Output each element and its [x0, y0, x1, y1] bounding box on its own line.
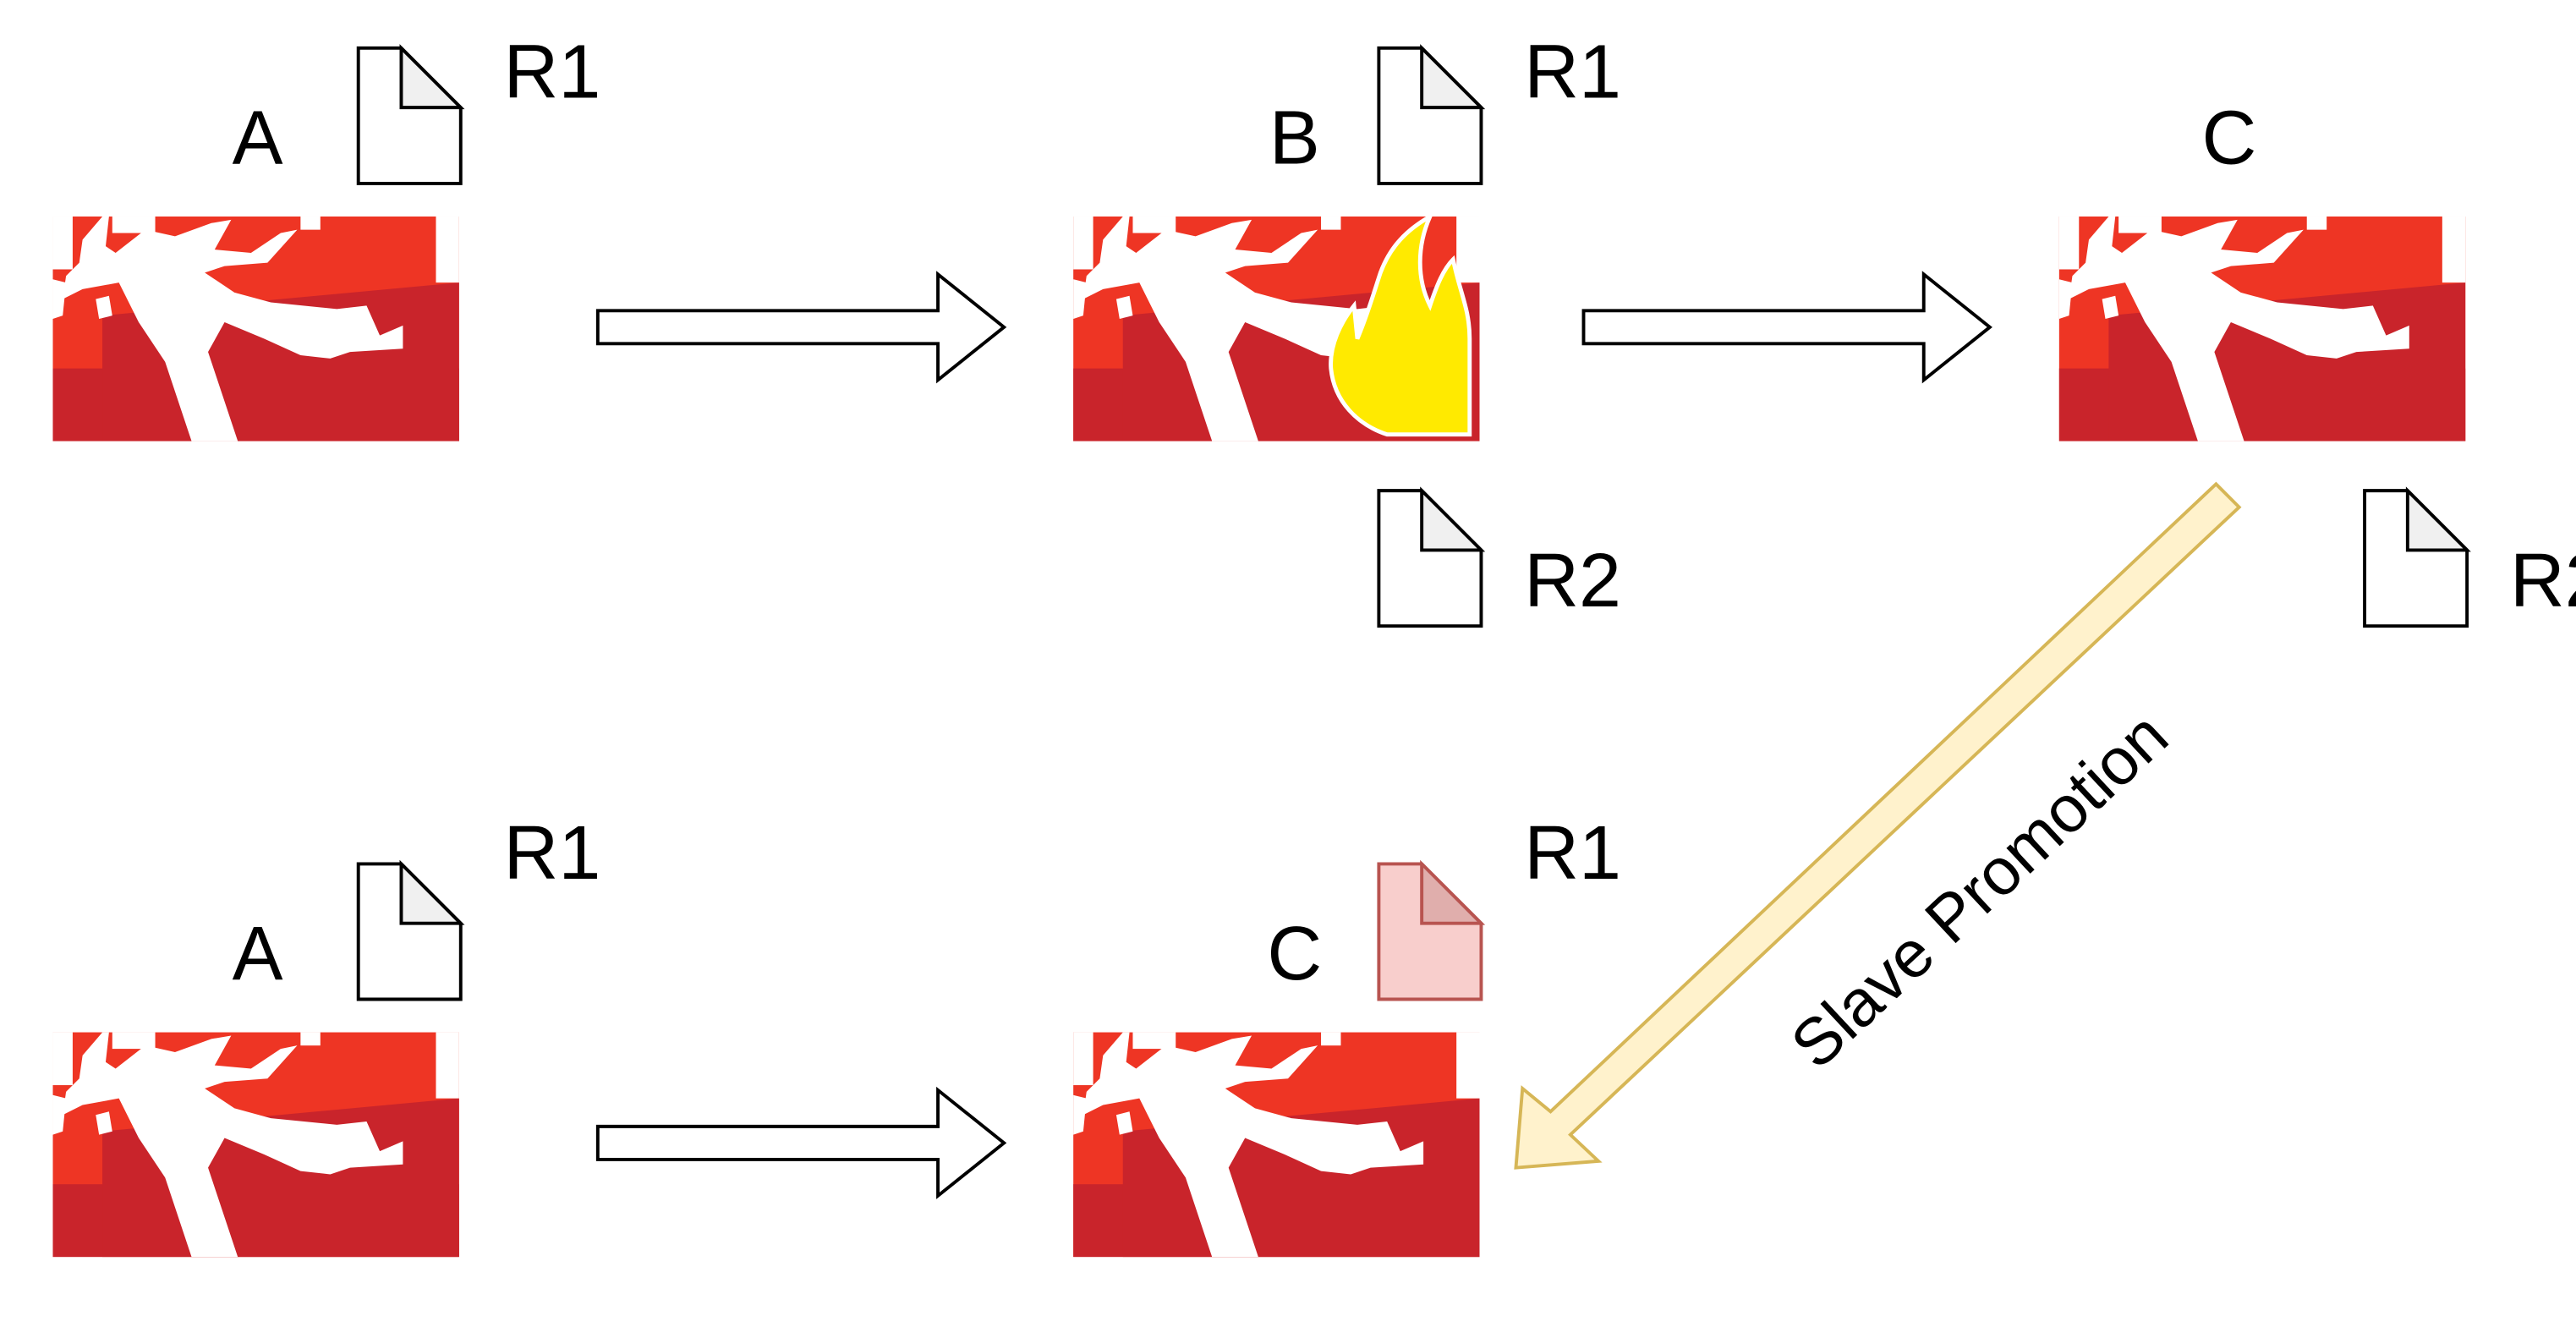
node-c-top: C R2 [2058, 96, 2576, 628]
highlighted-document-icon [1377, 859, 1486, 1001]
document-label: R2 [1524, 539, 1621, 623]
server-icon [52, 1032, 459, 1258]
document-label: R1 [504, 811, 601, 896]
document-label: R1 [1524, 811, 1621, 896]
slave-promotion-arrow [1514, 481, 2242, 1170]
slave-promotion-label: Slave Promotion [1777, 698, 2182, 1083]
arrow-a-to-c [595, 1088, 1006, 1198]
node-label: B [1269, 96, 1320, 181]
document-icon [1377, 46, 1483, 185]
document-label: R2 [2510, 539, 2576, 623]
arrow-a-to-b [595, 272, 1006, 382]
server-icon [1073, 1032, 1480, 1258]
node-label: A [233, 96, 283, 181]
node-c-bottom: C R1 [1073, 811, 1621, 1258]
node-label: C [1267, 912, 1322, 996]
server-icon [52, 216, 459, 441]
fire-icon [1329, 211, 1472, 437]
node-label: C [2202, 96, 2257, 181]
document-label: R1 [1524, 30, 1621, 114]
document-icon [1377, 489, 1483, 628]
document-icon [356, 46, 463, 185]
document-icon [2363, 489, 2469, 628]
node-label: A [233, 912, 283, 996]
node-a-bottom: A R1 [52, 811, 601, 1258]
node-b-top: B R1 R2 [1073, 30, 1621, 628]
document-label: R1 [504, 30, 601, 114]
server-icon [2058, 216, 2466, 441]
node-a-top: A R1 [52, 30, 600, 441]
document-icon [356, 862, 463, 1001]
arrow-b-to-c [1581, 272, 1992, 382]
